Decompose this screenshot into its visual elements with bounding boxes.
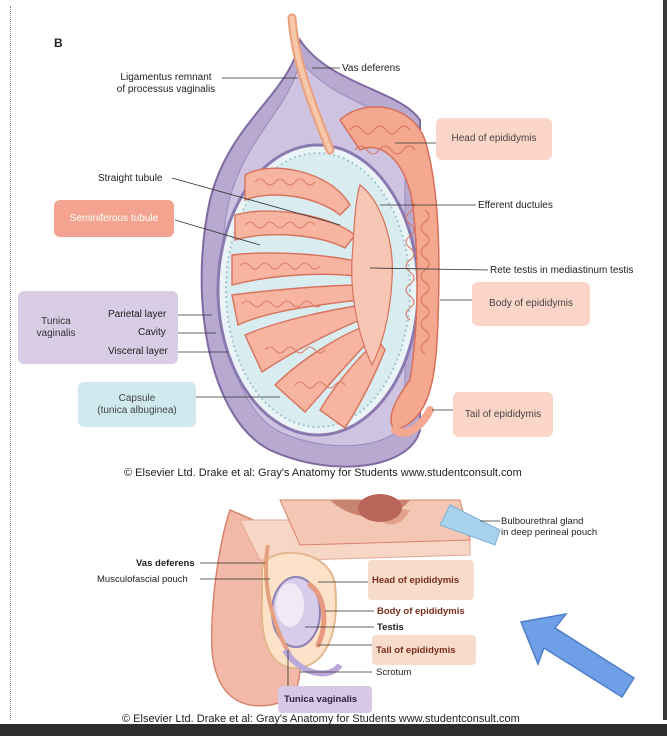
label-head-of-epididymis: Head of epididymis <box>436 118 552 160</box>
label-vas-deferens: Vas deferens <box>342 63 401 74</box>
pelvis-side-view-illustration <box>210 494 501 707</box>
tunica-vaginalis-group: Tunica vaginalis <box>18 291 178 364</box>
label-visceral-layer: Visceral layer <box>108 346 168 357</box>
rete-testis <box>351 184 393 367</box>
label-efferent-ductules: Efferent ductules <box>478 200 553 211</box>
label-musculofascial-pouch: Musculofascial pouch <box>97 574 188 585</box>
label-ligament-remnant: Ligamentus remnant of processus vaginali… <box>116 72 216 95</box>
label-tail-of-epididymis: Tail of epididymis <box>453 392 553 437</box>
label-seminiferous-tubule: Seminiferous tubule <box>54 200 174 237</box>
label-c-tunica-vaginalis: Tunica vaginalis <box>278 686 372 713</box>
label-straight-tubule: Straight tubule <box>98 173 163 184</box>
label-c-scrotum: Scrotum <box>376 667 412 678</box>
label-tunica-vaginalis: Tunica vaginalis <box>36 315 76 339</box>
window-edge <box>663 0 667 720</box>
label-parietal-layer: Parietal layer <box>108 309 167 320</box>
label-c-tail-of-epididymis: Tail of epididymis <box>372 635 476 665</box>
figure-letter: B <box>54 36 63 50</box>
figure-b-credit: © Elsevier Ltd. Drake et al: Gray's Anat… <box>124 467 522 479</box>
label-bulbourethral-gland: Bulbourethral gland in deep perineal pou… <box>501 516 598 538</box>
page-margin-guide <box>10 6 11 720</box>
figure-c-credit: © Elsevier Ltd. Drake et al: Gray's Anat… <box>122 713 520 725</box>
label-c-head-of-epididymis: Head of epididymis <box>368 560 474 600</box>
label-c-testis: Testis <box>377 622 404 633</box>
label-capsule: Capsule (tunica albuginea) <box>78 382 196 427</box>
label-cavity: Cavity <box>138 327 166 338</box>
window-bottom-bar <box>0 724 667 736</box>
label-rete-testis: Rete testis in mediastinum testis <box>490 265 634 276</box>
epididymis <box>339 106 440 431</box>
label-c-body-of-epididymis: Body of epididymis <box>377 606 465 617</box>
blue-arrow-icon <box>519 612 636 699</box>
label-c-vas-deferens: Vas deferens <box>136 558 195 569</box>
label-body-of-epididymis: Body of epididymis <box>472 282 590 326</box>
